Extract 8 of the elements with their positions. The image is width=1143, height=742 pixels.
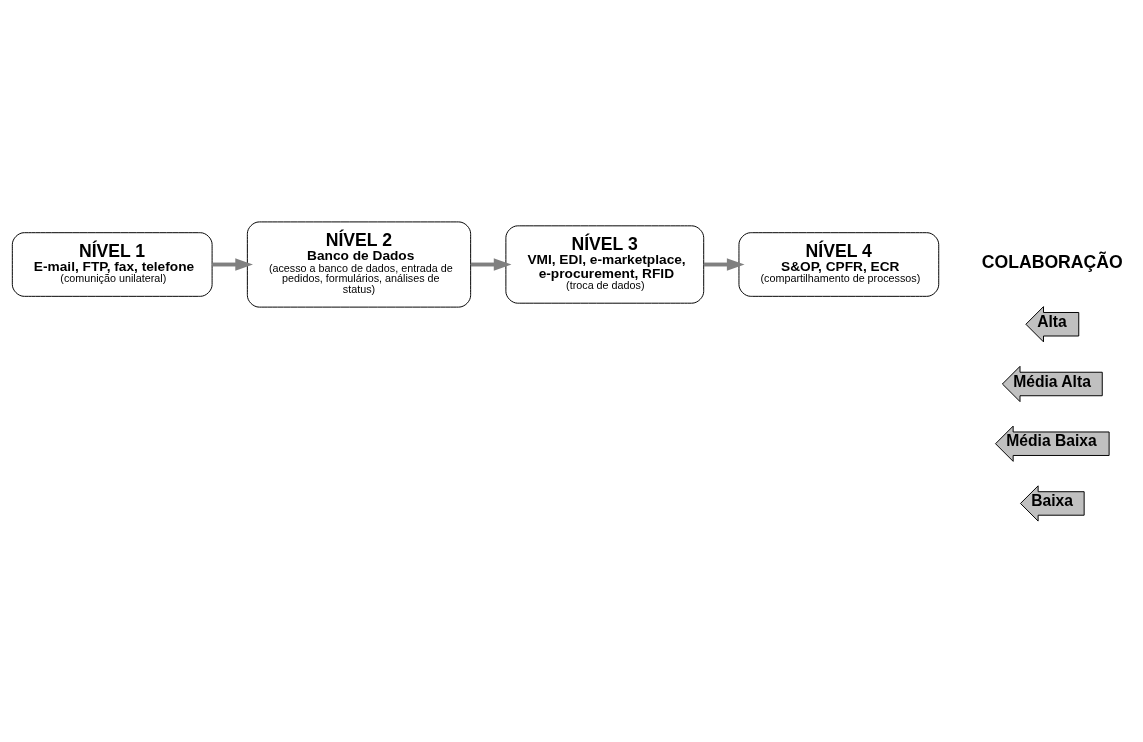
label: COLABORAÇÃO — [981, 251, 1123, 272]
arrow — [470, 257, 512, 271]
arrow — [703, 257, 745, 271]
node-box: NÍVEL 3 VMI, EDI, e-marketplace, e-procurement, RFID (troca de dados) — [505, 224, 705, 304]
node-box: NÍVEL 2 Banco de Dados (acesso a banco de dados, entrada de pedidos, formulários, análises de status) — [246, 220, 472, 308]
node-box: NÍVEL 4 S&OP, CPFR, ECR (compartilhamento de processos) — [738, 231, 940, 297]
arrow — [212, 257, 253, 271]
node-box: NÍVEL 1 E-mail, FTP, fax, telefone (comunição unilateral) — [11, 231, 213, 297]
